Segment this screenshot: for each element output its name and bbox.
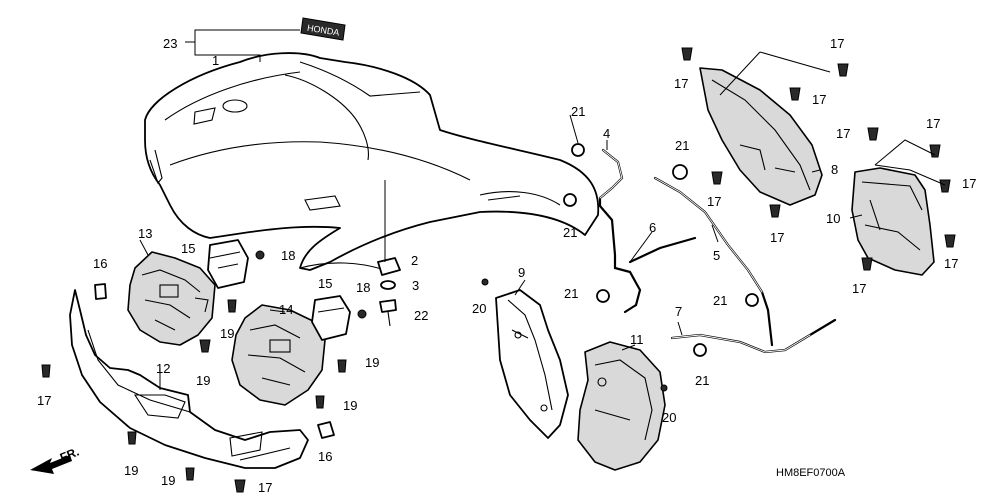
callout-6: 6 bbox=[649, 220, 656, 235]
callout-19: 19 bbox=[365, 355, 379, 370]
callout-19: 19 bbox=[161, 473, 175, 488]
cable-6 bbox=[598, 204, 697, 314]
callout-17: 17 bbox=[836, 126, 850, 141]
emblem: HONDA bbox=[300, 17, 346, 41]
front-arrow: FR. bbox=[30, 445, 81, 474]
callout-3: 3 bbox=[412, 278, 419, 293]
callout-15: 15 bbox=[318, 276, 332, 291]
callout-20: 20 bbox=[472, 301, 486, 316]
diagram-code: HM8EF0700A bbox=[776, 467, 846, 479]
callout-17: 17 bbox=[707, 194, 721, 209]
callout-labels: 23 1 21 4 21 21 6 5 21 21 7 21 17 17 17 … bbox=[37, 36, 976, 495]
front-panel bbox=[69, 289, 309, 469]
front-fender bbox=[144, 52, 600, 271]
callout-17: 17 bbox=[770, 230, 784, 245]
callout-7: 7 bbox=[675, 304, 682, 319]
callout-14: 14 bbox=[279, 302, 293, 317]
callout-10: 10 bbox=[826, 211, 840, 226]
callout-18: 18 bbox=[356, 280, 370, 295]
cable-4 bbox=[598, 148, 624, 208]
splash-panel-11 bbox=[577, 341, 666, 471]
callout-21: 21 bbox=[675, 138, 689, 153]
cable-7 bbox=[670, 318, 837, 354]
cable-5 bbox=[653, 176, 774, 347]
callout-23: 23 bbox=[163, 36, 177, 51]
callout-17: 17 bbox=[852, 281, 866, 296]
left-box-bracket bbox=[127, 251, 216, 346]
callout-12: 12 bbox=[156, 361, 170, 376]
cover-8 bbox=[699, 67, 823, 206]
callout-20: 20 bbox=[662, 410, 676, 425]
callout-18: 18 bbox=[281, 248, 295, 263]
callout-16: 16 bbox=[318, 449, 332, 464]
callout-17: 17 bbox=[812, 92, 826, 107]
callout-17: 17 bbox=[830, 36, 844, 51]
splash-panel-9 bbox=[495, 289, 569, 439]
leader-lines bbox=[139, 29, 946, 390]
cover-10 bbox=[851, 167, 935, 276]
callout-19: 19 bbox=[124, 463, 138, 478]
small-box-15a bbox=[207, 239, 249, 289]
callout-8: 8 bbox=[831, 162, 838, 177]
front-arrow-label: FR. bbox=[58, 445, 81, 465]
callout-11: 11 bbox=[630, 332, 644, 347]
callout-17: 17 bbox=[962, 176, 976, 191]
callout-21: 21 bbox=[564, 286, 578, 301]
callout-5: 5 bbox=[713, 248, 720, 263]
callout-21: 21 bbox=[563, 225, 577, 240]
center-box-bracket bbox=[231, 304, 326, 406]
callout-19: 19 bbox=[220, 326, 234, 341]
callout-17: 17 bbox=[674, 76, 688, 91]
callout-17: 17 bbox=[944, 256, 958, 271]
callout-22: 22 bbox=[414, 308, 428, 323]
callout-13: 13 bbox=[138, 226, 152, 241]
callout-17: 17 bbox=[926, 116, 940, 131]
callout-21: 21 bbox=[713, 293, 727, 308]
callout-19: 19 bbox=[343, 398, 357, 413]
callout-16: 16 bbox=[93, 256, 107, 271]
callout-9: 9 bbox=[518, 265, 525, 280]
callout-15: 15 bbox=[181, 241, 195, 256]
callout-17: 17 bbox=[258, 480, 272, 495]
callout-21: 21 bbox=[571, 104, 585, 119]
small-box-15b bbox=[311, 295, 351, 341]
callout-4: 4 bbox=[603, 126, 610, 141]
callout-21: 21 bbox=[695, 373, 709, 388]
callout-2: 2 bbox=[411, 253, 418, 268]
callout-1: 1 bbox=[212, 53, 219, 68]
callout-19: 19 bbox=[196, 373, 210, 388]
callout-17: 17 bbox=[37, 393, 51, 408]
